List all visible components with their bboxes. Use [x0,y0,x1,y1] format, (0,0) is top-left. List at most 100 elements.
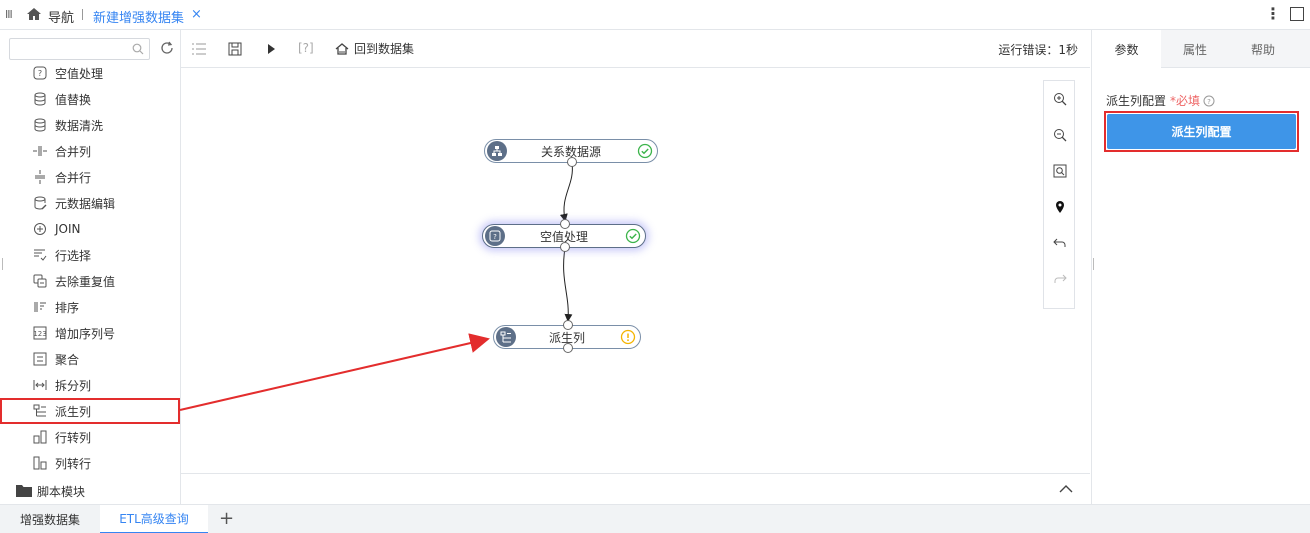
sidebar-item-label: 行转列 [55,430,92,445]
tab-help[interactable]: 帮助 [1250,42,1275,57]
component-sidebar: ? 空值处理 值替换 数据清洗 合并列 合并行 元数据编辑 [0,30,181,504]
field-label-text: 派生列配置 [1106,94,1167,108]
sidebar-item-value-replace[interactable]: 值替换 [0,86,180,112]
chevron-up-icon[interactable] [1058,481,1074,497]
sidebar-item-label: 去除重复值 [55,274,116,289]
sidebar-item-label: 合并列 [55,144,92,159]
help-icon[interactable]: ? [1203,95,1215,107]
sidebar-item-null-handle[interactable]: ? 空值处理 [0,60,180,86]
sidebar-item-label: 列转行 [55,456,92,471]
tab-etl-advanced-query[interactable]: ETL高级查询 [100,505,208,533]
refresh-icon[interactable] [159,40,175,56]
left-splitter-handle[interactable] [2,258,3,270]
sidebar-item-row-to-column[interactable]: 行转列 [0,424,180,450]
run-status-text: 运行错误：1秒 [998,43,1078,57]
annotation-highlight-box [1104,111,1299,152]
run-icon[interactable] [263,41,279,57]
divider [82,9,83,20]
node-input-port[interactable] [563,320,573,330]
sidebar-item-label: 元数据编辑 [55,196,116,211]
sidebar-item-row-select[interactable]: 行选择 [0,242,180,268]
success-check-icon [625,228,641,244]
sidebar-item-add-serial[interactable]: 123 增加序列号 [0,320,180,346]
node-output-port[interactable] [560,242,570,252]
required-mark: *必填 [1170,94,1201,108]
sidebar-folder-script-module[interactable]: 脚本模块 [0,479,180,503]
node-input-port[interactable] [560,219,570,229]
sidebar-item-dedupe[interactable]: 去除重复值 [0,268,180,294]
location-pin-icon[interactable] [1052,199,1068,215]
zoom-out-icon[interactable] [1052,127,1068,143]
sidebar-item-merge-row[interactable]: 合并行 [0,164,180,190]
nav-label[interactable]: 导航 [48,11,75,26]
tab-close-icon[interactable]: × [191,7,202,22]
tab-params[interactable]: 参数 [1092,30,1161,69]
zoom-control-panel [1043,80,1075,309]
property-tabs: ≫ 参数 属性 帮助 [1092,30,1310,69]
derived-column-config-button[interactable]: 派生列配置 [1107,114,1296,149]
save-icon[interactable] [227,41,243,57]
join-icon [32,221,48,237]
success-check-icon [637,143,653,159]
aggregate-icon [32,351,48,367]
search-icon[interactable] [132,43,144,55]
sidebar-item-merge-column[interactable]: 合并列 [0,138,180,164]
derived-column-icon [32,403,48,419]
column-to-row-icon [32,455,48,471]
search-box[interactable] [9,38,150,60]
search-input[interactable] [10,39,128,59]
value-replace-icon [32,91,48,107]
property-panel: ≫ 参数 属性 帮助 派生列配置 *必填 ? 派生列配置 [1091,30,1310,504]
sidebar-item-join[interactable]: JOIN [0,216,180,242]
merge-row-icon [32,169,48,185]
undo-icon[interactable] [1052,235,1068,251]
sidebar-item-label: 值替换 [55,92,92,107]
tab-new-dataset[interactable]: 新建增强数据集 [93,11,185,26]
sidebar-item-column-to-row[interactable]: 列转行 [0,450,180,476]
zoom-in-icon[interactable] [1052,91,1068,107]
node-output-port[interactable] [567,157,577,167]
sort-icon [32,299,48,315]
more-icon[interactable]: ⋮ [1265,4,1281,23]
preview-bracket-button[interactable]: [?] [298,41,314,55]
back-label: 回到数据集 [354,42,415,56]
canvas-bottom-panel [181,473,1090,504]
row-to-column-icon [32,429,48,445]
redo-icon[interactable] [1052,271,1068,287]
node-output-port[interactable] [563,343,573,353]
derived-config-field-label: 派生列配置 *必填 ? [1106,92,1215,109]
tab-attributes[interactable]: 属性 [1182,42,1207,57]
back-icon [335,42,349,55]
sidebar-item-label: 数据清洗 [55,118,104,133]
sidebar-item-label: 拆分列 [55,378,92,393]
row-select-icon [32,247,48,263]
sidebar-item-split-column[interactable]: 拆分列 [0,372,180,398]
add-tab-icon[interactable]: + [219,508,235,529]
flow-node-relational-source[interactable]: 关系数据源 [484,139,658,163]
sidebar-item-label: 行选择 [55,248,92,263]
menu-grip-icon[interactable]: III [5,8,13,21]
tab-enhanced-dataset[interactable]: 增强数据集 [19,513,80,527]
merge-column-icon [32,143,48,159]
sidebar-item-label: 派生列 [55,404,92,419]
flow-canvas[interactable] [181,69,1090,473]
back-to-dataset-button[interactable]: 回到数据集 [334,40,414,57]
fit-view-icon[interactable] [1052,163,1068,179]
sidebar-item-metadata-edit[interactable]: 元数据编辑 [0,190,180,216]
sidebar-folder-label: 脚本模块 [37,484,86,499]
sidebar-item-label: 合并行 [55,170,92,185]
sidebar-item-data-clean[interactable]: 数据清洗 [0,112,180,138]
sidebar-item-aggregate[interactable]: 聚合 [0,346,180,372]
maximize-icon[interactable] [1290,7,1304,21]
datasource-icon [487,141,507,161]
sidebar-item-sort[interactable]: 排序 [0,294,180,320]
sidebar-item-derived-column[interactable]: 派生列 [0,398,180,424]
right-splitter-handle[interactable] [1093,258,1094,270]
home-icon[interactable] [26,6,42,22]
node-label: 关系数据源 [540,144,601,159]
canvas-toolbar: [?] 回到数据集 运行错误：1秒 [181,30,1090,68]
bottom-tab-bar: 增强数据集 ETL高级查询 + [0,504,1310,533]
svg-text:?: ? [493,233,497,241]
list-icon[interactable] [191,41,207,57]
null-handle-icon: ? [485,226,505,246]
